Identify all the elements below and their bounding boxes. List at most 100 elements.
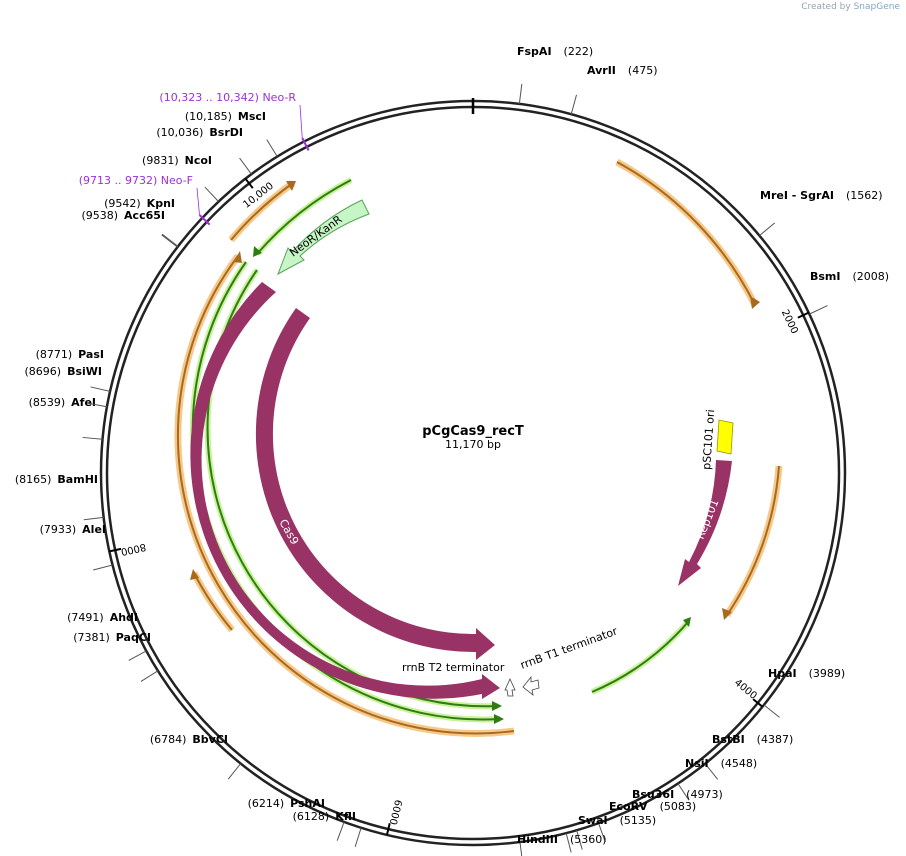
- site-name: KflI: [335, 810, 356, 823]
- orange-arc-right: [724, 465, 783, 617]
- site-position: (10,036): [156, 126, 203, 139]
- restriction-site: (8771) PasI: [36, 348, 104, 361]
- site-name: PaqCI: [116, 631, 151, 644]
- site-position: (10,185): [185, 110, 232, 123]
- site-leader: [140, 670, 159, 682]
- restriction-site: (7933)AleI: [40, 523, 106, 536]
- site-position: (7491): [67, 611, 104, 624]
- site-position: (8165): [15, 473, 52, 486]
- site-position: (222): [564, 45, 594, 58]
- site-name: AfeI: [71, 396, 96, 409]
- restriction-site: (8539)AfeI: [29, 396, 96, 409]
- restriction-site: MreI - SgrAI(1562): [760, 189, 883, 202]
- rrnb-t1-terminator-label: rrnB T1 terminator: [519, 624, 620, 671]
- site-name: EcoRV: [609, 800, 648, 813]
- orange-arc-top-right-line: [616, 161, 756, 306]
- restriction-site: FspAI (222): [517, 45, 593, 58]
- rrnb-t2-terminator-label: rrnB T2 terminator: [402, 661, 505, 674]
- site-name: PasI: [78, 348, 104, 361]
- site-name: BamHI: [57, 473, 98, 486]
- features: NeoR/KanR Cas9 Cas9 pSC101 ori Rep101 rr…: [174, 158, 783, 737]
- site-leader: [576, 830, 583, 850]
- restriction-site: (8696) BsiWI: [24, 365, 102, 378]
- restriction-site: BsmI (2008): [810, 270, 889, 283]
- restriction-site: (7491) AhdI: [67, 611, 138, 624]
- site-name: BsiWI: [67, 365, 102, 378]
- restriction-site: (10,185)MscI: [185, 110, 266, 123]
- restriction-site: HindIII(5360): [517, 833, 607, 846]
- primer-sites: (10,323 .. 10,342) Neo-R(9713 .. 9732) N…: [79, 91, 310, 226]
- site-name: Acc65I: [124, 209, 165, 222]
- orange-arc-right-head: [722, 608, 732, 620]
- plasmid-name: pCgCas9_recT: [422, 424, 524, 439]
- site-position: (8771): [36, 348, 73, 361]
- site-position: (475): [628, 64, 658, 77]
- green-arc-top-line: [256, 179, 352, 255]
- restriction-site: NsiI(4548): [685, 757, 757, 770]
- site-leader: [161, 233, 179, 247]
- site-name: BsmI: [810, 270, 841, 283]
- orange-arc-top-right-head: [750, 296, 760, 309]
- restriction-site: HpaI (3989): [768, 667, 845, 680]
- site-position: (5360): [570, 833, 607, 846]
- green-arc-1-head: [494, 714, 504, 724]
- restriction-site: (10,036)BsrDI: [156, 126, 243, 139]
- site-position: (5083): [660, 800, 697, 813]
- site-name: HpaI: [768, 667, 797, 680]
- cas9-inner-arrow: [255, 308, 495, 660]
- site-position: (3989): [809, 667, 846, 680]
- site-position: (9538): [81, 209, 118, 222]
- site-position: (5135): [620, 814, 657, 827]
- site-position: (2008): [853, 270, 890, 283]
- snapgene-logo: SnapGene: [853, 2, 900, 12]
- site-name: FspAI: [517, 45, 552, 58]
- site-leader: [518, 83, 523, 104]
- site-leader: [90, 386, 111, 392]
- site-leader: [87, 402, 108, 408]
- site-position: (4548): [721, 757, 758, 770]
- orange-arc-long-line: [177, 255, 515, 735]
- restriction-site: (8165) BamHI: [15, 473, 98, 486]
- tick-label: 6000: [387, 798, 404, 825]
- site-leader: [239, 157, 252, 175]
- orange-arc-right-line: [726, 465, 780, 616]
- site-name: AleI: [82, 523, 106, 536]
- tick-mark: [797, 311, 810, 319]
- psc101-ori-box: [716, 419, 734, 455]
- site-name: NcoI: [185, 154, 212, 167]
- site-name: KpnI: [147, 197, 175, 210]
- site-position: (9831): [142, 154, 179, 167]
- restriction-sites: FspAI(222)AvrII(475)MreI - SgrAI(1562)Bs…: [15, 45, 889, 856]
- site-leader: [128, 650, 147, 661]
- restriction-site: (7381) PaqCI: [73, 631, 151, 644]
- psc101-ori-label: pSC101 ori: [700, 409, 717, 470]
- site-name: AhdI: [110, 611, 138, 624]
- site-leader: [161, 234, 178, 248]
- site-position: (1562): [846, 189, 883, 202]
- site-position: (7381): [73, 631, 110, 644]
- restriction-site: (6214)PshAI: [248, 797, 325, 810]
- site-leader: [519, 841, 523, 856]
- green-arc-top-head: [253, 246, 262, 257]
- restriction-site: BstBI(4387): [712, 733, 793, 746]
- restriction-site: Bsu36I(4973): [632, 788, 723, 801]
- orange-arc-left-bottom-head: [190, 569, 199, 580]
- tick-label: 8000: [120, 541, 147, 557]
- primer-label: (9713 .. 9732) Neo-F: [79, 174, 193, 187]
- restriction-site: (9831) NcoI: [142, 154, 212, 167]
- site-name: BstBI: [712, 733, 745, 746]
- site-leader: [598, 823, 606, 843]
- site-position: (8696): [24, 365, 61, 378]
- restriction-site: EcoRV (5083): [609, 800, 696, 813]
- site-leader: [83, 516, 104, 521]
- site-leader: [809, 305, 828, 315]
- tick-mark: [385, 823, 391, 836]
- site-leader: [759, 222, 776, 236]
- orange-arc-top-right: [615, 158, 759, 307]
- primer-leader: [299, 104, 303, 139]
- site-position: (6128): [293, 810, 330, 823]
- restriction-site: (9542)KpnI: [104, 197, 175, 210]
- primer-leader: [196, 187, 200, 216]
- site-name: PshAI: [290, 797, 325, 810]
